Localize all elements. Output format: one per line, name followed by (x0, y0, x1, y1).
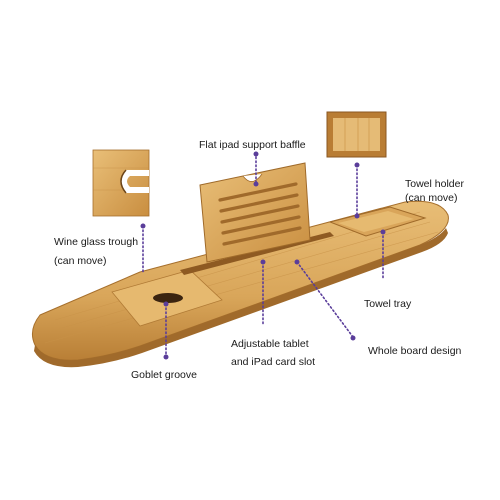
bath-board (31, 200, 449, 368)
towel-holder-inner (333, 118, 380, 151)
label-adjustable-line2: and iPad card slot (231, 356, 316, 369)
towel-holder-inset (326, 111, 387, 158)
towel-tray-inner (338, 211, 414, 232)
label-wine-glass-line1: Wine glass trough (54, 236, 139, 248)
ipad-support-baffle (199, 162, 311, 263)
label-ipad-baffle: Flat ipad support baffle (199, 139, 306, 151)
leader-lines (142, 156, 384, 358)
leader-whole-board (296, 261, 354, 338)
label-towel-tray: Towel tray (364, 298, 412, 310)
label-towel-holder: Towel holder (can move) (405, 177, 464, 205)
label-towel-holder-line1: Towel holder (405, 178, 464, 190)
baffle-notch (242, 173, 263, 182)
baffle-slats (218, 182, 302, 246)
towel-holder-grain (344, 118, 370, 151)
label-adjustable-line1: Adjustable tablet (231, 338, 309, 350)
wine-glass-trough-inset (92, 149, 150, 217)
label-wine-glass-trough: Wine glass trough (can move) (54, 235, 138, 268)
trough-inset-cutout (121, 170, 149, 193)
label-adjustable-slot: Adjustable tablet and iPad card slot (231, 337, 315, 369)
label-goblet-groove: Goblet groove (131, 369, 197, 381)
goblet-groove (153, 293, 183, 303)
label-wine-glass-line2: (can move) (54, 255, 107, 268)
label-towel-holder-line2: (can move) (405, 192, 458, 205)
label-whole-board: Whole board design (368, 345, 462, 357)
leader-dots (140, 151, 386, 360)
